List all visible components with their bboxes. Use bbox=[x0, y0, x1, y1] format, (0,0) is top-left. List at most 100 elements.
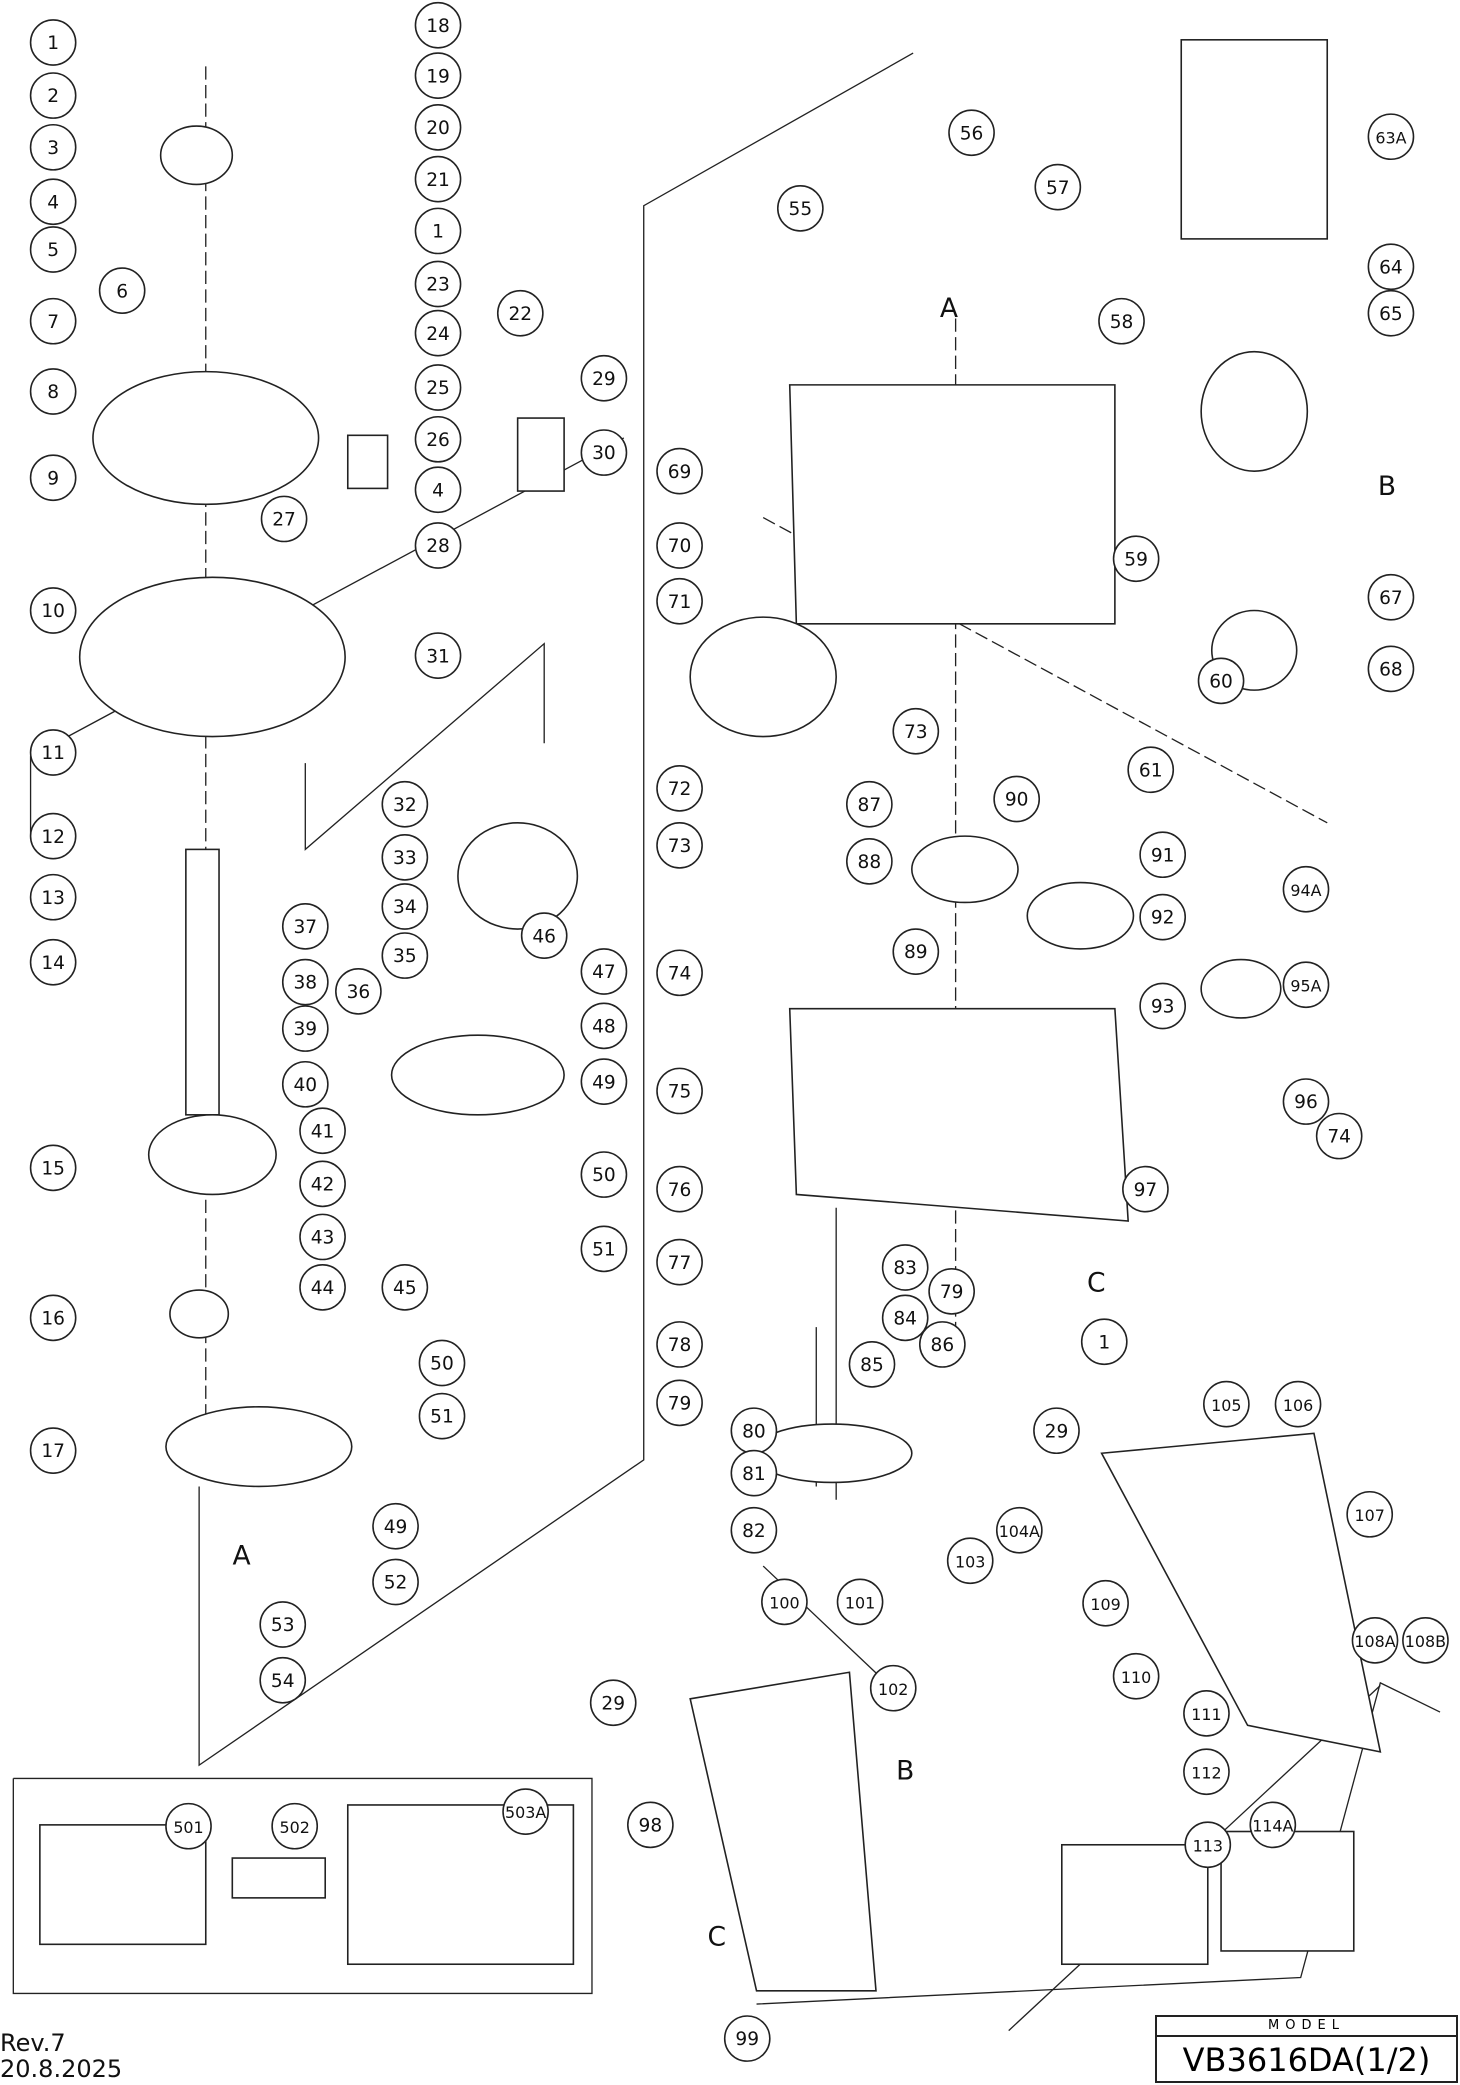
callout-number: 23 bbox=[426, 275, 450, 296]
callout-number: 55 bbox=[789, 199, 813, 220]
callout-53: 53 bbox=[259, 1601, 307, 1648]
callout-29: 29 bbox=[589, 1679, 637, 1727]
callout-circle bbox=[381, 932, 429, 979]
callout-circle bbox=[281, 958, 329, 1006]
callout-number: 2 bbox=[47, 86, 59, 107]
callout-circle bbox=[260, 495, 308, 543]
callout-number: 34 bbox=[393, 897, 417, 918]
callout-circle bbox=[259, 1601, 307, 1648]
callout-number: 87 bbox=[858, 795, 882, 816]
callout-circle bbox=[381, 1264, 429, 1311]
callout-number: 70 bbox=[668, 536, 692, 557]
callout-27: 27 bbox=[260, 495, 308, 543]
callout-number: 71 bbox=[668, 592, 692, 613]
callout-circle bbox=[29, 123, 77, 171]
callout-number: 42 bbox=[311, 1174, 335, 1195]
model-title-block: MODEL VB3616DA(1/2) bbox=[1155, 2015, 1458, 2083]
callout-circle bbox=[848, 1340, 896, 1388]
callout-circle bbox=[1112, 535, 1160, 583]
callout-circle bbox=[29, 19, 77, 66]
callout-108A: 108A bbox=[1351, 1617, 1399, 1664]
callout-number: 107 bbox=[1355, 1506, 1385, 1525]
callout-number: 89 bbox=[904, 942, 928, 963]
callout-number: 45 bbox=[393, 1278, 417, 1299]
callout-circle bbox=[29, 226, 77, 273]
callout-106: 106 bbox=[1274, 1380, 1322, 1428]
callout-circle bbox=[414, 415, 462, 463]
callout-51: 51 bbox=[418, 1392, 466, 1440]
callout-number: 88 bbox=[858, 852, 882, 873]
callout-number: 47 bbox=[592, 962, 616, 983]
lever-part bbox=[165, 1406, 353, 1488]
callout-number: 46 bbox=[532, 926, 556, 947]
callout-number: 4 bbox=[432, 480, 444, 501]
callout-number: 94A bbox=[1290, 881, 1321, 900]
callout-20: 20 bbox=[414, 104, 462, 151]
battery-part bbox=[1060, 1843, 1209, 1966]
callout-74: 74 bbox=[656, 949, 703, 997]
callout-circle bbox=[98, 267, 146, 315]
callout-number: 90 bbox=[1005, 790, 1029, 811]
callout-45: 45 bbox=[381, 1264, 429, 1311]
callout-circle bbox=[1274, 1380, 1322, 1428]
callout-4: 4 bbox=[29, 178, 77, 226]
callout-circle bbox=[1282, 865, 1330, 913]
callout-97: 97 bbox=[1122, 1165, 1169, 1213]
callout-circle bbox=[1183, 1690, 1230, 1737]
callout-number: 101 bbox=[845, 1594, 875, 1613]
callout-circle bbox=[1315, 1112, 1363, 1160]
callout-circle bbox=[761, 1578, 808, 1626]
callout-72: 72 bbox=[656, 764, 703, 812]
callout-number: 80 bbox=[742, 1421, 766, 1442]
callout-number: 113 bbox=[1193, 1836, 1223, 1855]
callout-number: 91 bbox=[1151, 845, 1175, 866]
callout-number: 50 bbox=[430, 1354, 454, 1375]
callout-68: 68 bbox=[1367, 645, 1415, 693]
boundary-line bbox=[756, 1681, 1441, 2005]
callout-number: 20 bbox=[426, 118, 450, 139]
callout-number: 44 bbox=[311, 1278, 335, 1299]
sleeve-part bbox=[346, 434, 389, 490]
callout-circle bbox=[496, 289, 544, 337]
callout-84: 84 bbox=[881, 1294, 929, 1342]
reference-letter: C bbox=[1087, 1267, 1106, 1298]
callout-502: 502 bbox=[271, 1802, 319, 1850]
callout-number: 65 bbox=[1379, 304, 1403, 325]
callout-67: 67 bbox=[1367, 573, 1415, 621]
callout-91: 91 bbox=[1139, 831, 1187, 879]
callout-circle bbox=[414, 104, 462, 151]
callout-circle bbox=[881, 1294, 929, 1342]
callout-number: 41 bbox=[311, 1121, 335, 1142]
callout-number: 74 bbox=[668, 963, 692, 984]
callout-49: 49 bbox=[372, 1502, 419, 1550]
callout-94A: 94A bbox=[1282, 865, 1330, 913]
callout-104A: 104A bbox=[995, 1506, 1043, 1554]
callout-number: 75 bbox=[668, 1082, 692, 1103]
callout-number: 13 bbox=[41, 888, 65, 909]
callout-81: 81 bbox=[730, 1449, 778, 1497]
callout-circle bbox=[1080, 1318, 1128, 1366]
callout-number: 86 bbox=[931, 1335, 955, 1356]
callout-63A: 63A bbox=[1367, 113, 1415, 161]
callout-circle bbox=[881, 1244, 929, 1291]
callout-6: 6 bbox=[98, 267, 146, 315]
callout-number: 102 bbox=[878, 1680, 908, 1699]
callout-78: 78 bbox=[656, 1321, 703, 1368]
callout-51: 51 bbox=[580, 1225, 628, 1273]
callout-82: 82 bbox=[730, 1506, 778, 1554]
callout-89: 89 bbox=[892, 928, 940, 975]
callout-circle bbox=[580, 354, 628, 402]
callout-number: 52 bbox=[384, 1573, 408, 1594]
callout-73: 73 bbox=[656, 822, 703, 869]
callout-95A: 95A bbox=[1282, 961, 1330, 1009]
callout-circle bbox=[414, 364, 462, 411]
callout-number: 109 bbox=[1090, 1595, 1120, 1614]
reference-letter: C bbox=[707, 1922, 726, 1953]
callout-circle bbox=[1249, 1801, 1297, 1849]
callout-30: 30 bbox=[580, 429, 628, 476]
callout-52: 52 bbox=[372, 1558, 419, 1606]
callout-73: 73 bbox=[892, 707, 940, 755]
callout-circle bbox=[892, 707, 940, 755]
callout-number: 502 bbox=[279, 1818, 309, 1837]
callout-circle bbox=[1139, 893, 1187, 941]
